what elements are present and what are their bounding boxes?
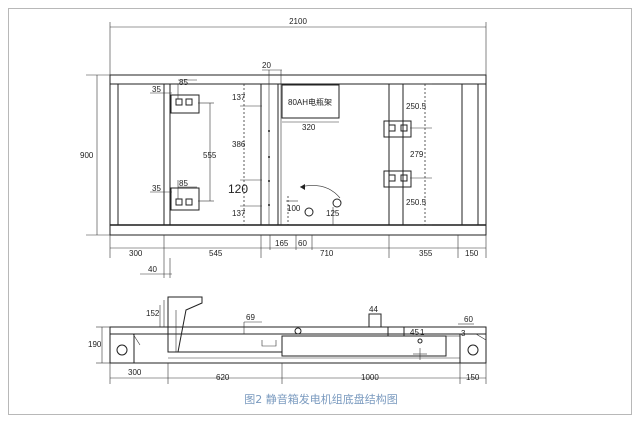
svg-text:620: 620 (216, 373, 230, 382)
svg-text:137: 137 (232, 93, 246, 102)
side-frame (109, 326, 487, 364)
svg-text:137: 137 (232, 209, 246, 218)
engine-mount-top (170, 94, 200, 114)
svg-text:20: 20 (262, 61, 271, 70)
drain-hole (332, 198, 342, 208)
generator-mount-top (383, 120, 412, 138)
svg-text:250.5: 250.5 (406, 198, 427, 207)
svg-text:35: 35 (152, 85, 161, 94)
svg-text:100: 100 (287, 204, 301, 213)
svg-text:1: 1 (420, 328, 425, 337)
base-rail (109, 224, 487, 236)
svg-text:190: 190 (88, 340, 102, 349)
figure-frame (8, 8, 632, 415)
svg-text:250.5: 250.5 (406, 102, 427, 111)
svg-text:152: 152 (146, 309, 160, 318)
svg-text:120: 120 (228, 182, 248, 196)
cable-hole (304, 207, 314, 217)
side-view: 152 69 44 45 1 60 3 (88, 296, 487, 384)
svg-text:150: 150 (465, 249, 479, 258)
svg-text:69: 69 (246, 313, 255, 322)
svg-text:60: 60 (464, 315, 473, 324)
svg-text:555: 555 (203, 151, 217, 160)
svg-text:45: 45 (410, 328, 419, 337)
engine-mount-bottom (170, 187, 200, 211)
svg-text:40: 40 (148, 265, 157, 274)
lifting-hole-left (116, 344, 128, 356)
svg-text:1000: 1000 (361, 373, 379, 382)
support-bracket (167, 296, 203, 353)
battery-rack-label: 80AH电瓶架 (288, 97, 332, 107)
svg-text:279: 279 (410, 150, 424, 159)
lifting-hole-right (467, 344, 479, 356)
svg-text:85: 85 (179, 179, 188, 188)
svg-text:545: 545 (209, 249, 223, 258)
svg-text:85: 85 (179, 78, 188, 87)
svg-text:60: 60 (298, 239, 307, 248)
overall-width-label: 2100 (289, 17, 307, 26)
svg-text:355: 355 (419, 249, 433, 258)
top-view: 2100 900 85 35 85 35 (80, 17, 487, 278)
svg-text:165: 165 (275, 239, 289, 248)
svg-text:35: 35 (152, 184, 161, 193)
generator-mount-bottom (383, 170, 412, 188)
cap (387, 326, 405, 337)
svg-text:300: 300 (129, 249, 143, 258)
svg-text:320: 320 (302, 123, 316, 132)
svg-text:3: 3 (461, 329, 466, 338)
svg-text:386: 386 (232, 140, 246, 149)
overall-height-label: 900 (80, 151, 94, 160)
fuel-tank (281, 335, 447, 357)
svg-text:44: 44 (369, 305, 378, 314)
figure-caption: 图2 静音箱发电机组底盘结构图 (244, 392, 398, 406)
svg-text:710: 710 (320, 249, 334, 258)
filler-neck (368, 313, 382, 328)
svg-text:150: 150 (466, 373, 480, 382)
battery-rack (281, 84, 340, 119)
svg-text:300: 300 (128, 368, 142, 377)
